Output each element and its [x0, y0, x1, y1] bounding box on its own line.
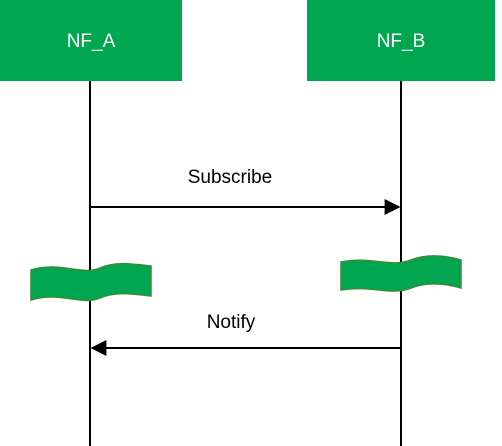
participant-label-nf-a: NF_A	[67, 31, 116, 52]
message-label-notify: Notify	[207, 312, 256, 333]
message-label-subscribe: Subscribe	[188, 167, 273, 188]
participant-label-nf-b: NF_B	[377, 31, 426, 52]
participant-box-nf-a	[0, 0, 182, 81]
participant-nf-a: NF_A	[0, 0, 182, 81]
wave-marker-nf-b	[340, 255, 462, 292]
participant-box-nf-b	[307, 0, 495, 81]
participant-nf-b: NF_B	[307, 0, 495, 81]
wave-marker-nf-a	[30, 262, 152, 302]
